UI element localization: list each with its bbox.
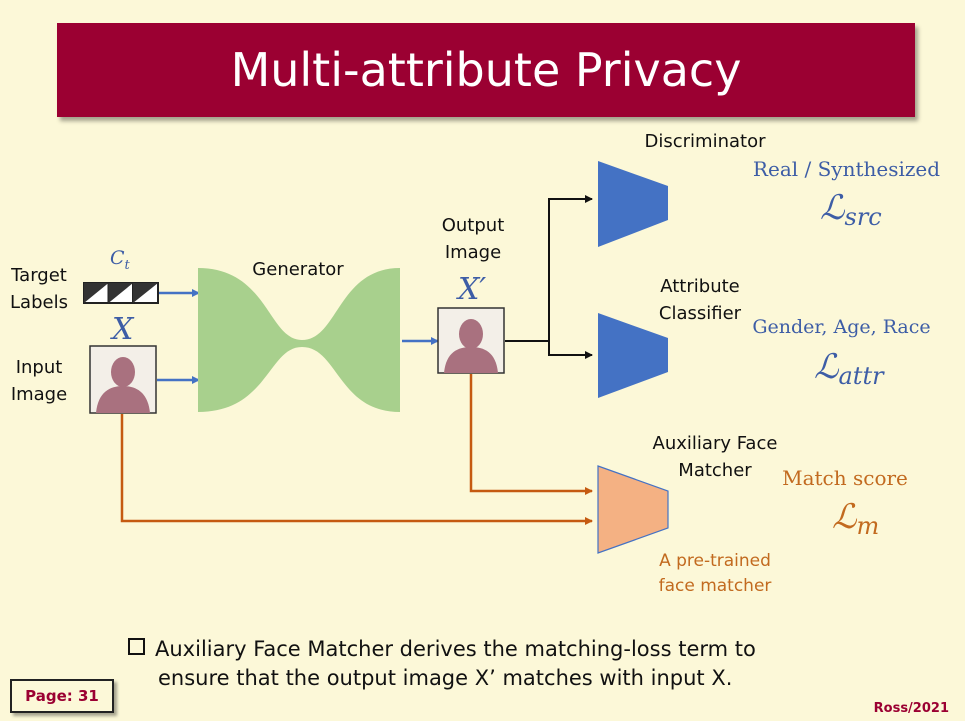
title-bar: Multi-attribute Privacy [57,23,915,117]
pretrained-note: A pre-trained face matcher [640,549,790,599]
generator-shape [198,268,400,412]
target-labels-line1: Target [11,265,67,286]
attr-loss-caption: Gender, Age, Race [752,316,931,338]
match-loss-sub: m [856,512,880,540]
attribute-classifier-line2: Classifier [658,303,742,324]
pretrained-line2: face matcher [658,576,772,596]
matcher-input-arrows [120,374,593,525]
target-labels-label: Target Labels [4,262,74,316]
attribute-classifier-line1: Attribute [660,276,740,297]
bullet-point: Auxiliary Face Matcher derives the match… [128,635,888,693]
x-prime-variable: X′ [458,272,487,307]
match-loss-base: ℒ [832,497,857,537]
input-image-label: Input Image [4,354,74,408]
aux-matcher-line1: Auxiliary Face [652,433,778,454]
match-loss-caption: Match score [782,466,908,490]
bullet-line1-row: Auxiliary Face Matcher derives the match… [128,635,888,664]
aux-matcher-label: Auxiliary Face Matcher [640,430,790,484]
bullet-line1: Auxiliary Face Matcher derives the match… [155,637,756,661]
x-variable: X [112,312,134,347]
ct-base: C [110,247,125,269]
discriminator-label: Discriminator [644,131,766,152]
attr-loss-base: ℒ [814,347,839,387]
ct-variable: Ct [110,247,130,273]
input-image-thumbnail [89,345,157,414]
page-number: Page: 31 [25,687,99,705]
generator-label: Generator [252,259,344,280]
face-silhouette-icon [444,319,498,373]
src-loss-caption: Real / Synthesized [752,157,941,181]
src-loss-sub: src [844,203,882,231]
page-number-box: Page: 31 [10,679,114,713]
face-silhouette-icon [96,357,150,413]
input-image-line1: Input [15,357,63,378]
target-label-cells-icon [83,282,159,304]
attribute-classifier-label: Attribute Classifier [640,273,760,327]
aux-face-matcher-network [597,465,669,554]
checkbox-bullet-icon [128,638,145,655]
src-loss-symbol: ℒsrc [820,188,882,231]
input-image-line2: Image [10,384,68,405]
author-credit: Ross/2021 [873,701,949,716]
output-image-label: Output Image [428,212,518,266]
discriminator-network [598,161,668,247]
ct-sub: t [124,257,130,273]
src-loss-base: ℒ [820,188,845,228]
bullet-line2: ensure that the output image X’ matches … [158,666,733,690]
match-loss-symbol: ℒm [832,497,879,540]
attr-loss-sub: attr [838,362,884,390]
attr-loss-symbol: ℒattr [814,347,884,390]
slide-title: Multi-attribute Privacy [230,43,742,97]
output-image-line1: Output [441,215,505,236]
target-labels-line2: Labels [10,292,68,313]
aux-matcher-line2: Matcher [678,460,752,481]
output-image-thumbnail [437,307,505,374]
attribute-classifier-network [598,313,668,398]
pretrained-line1: A pre-trained [659,551,771,571]
output-branch-arrows [505,195,593,359]
output-image-line2: Image [444,242,502,263]
